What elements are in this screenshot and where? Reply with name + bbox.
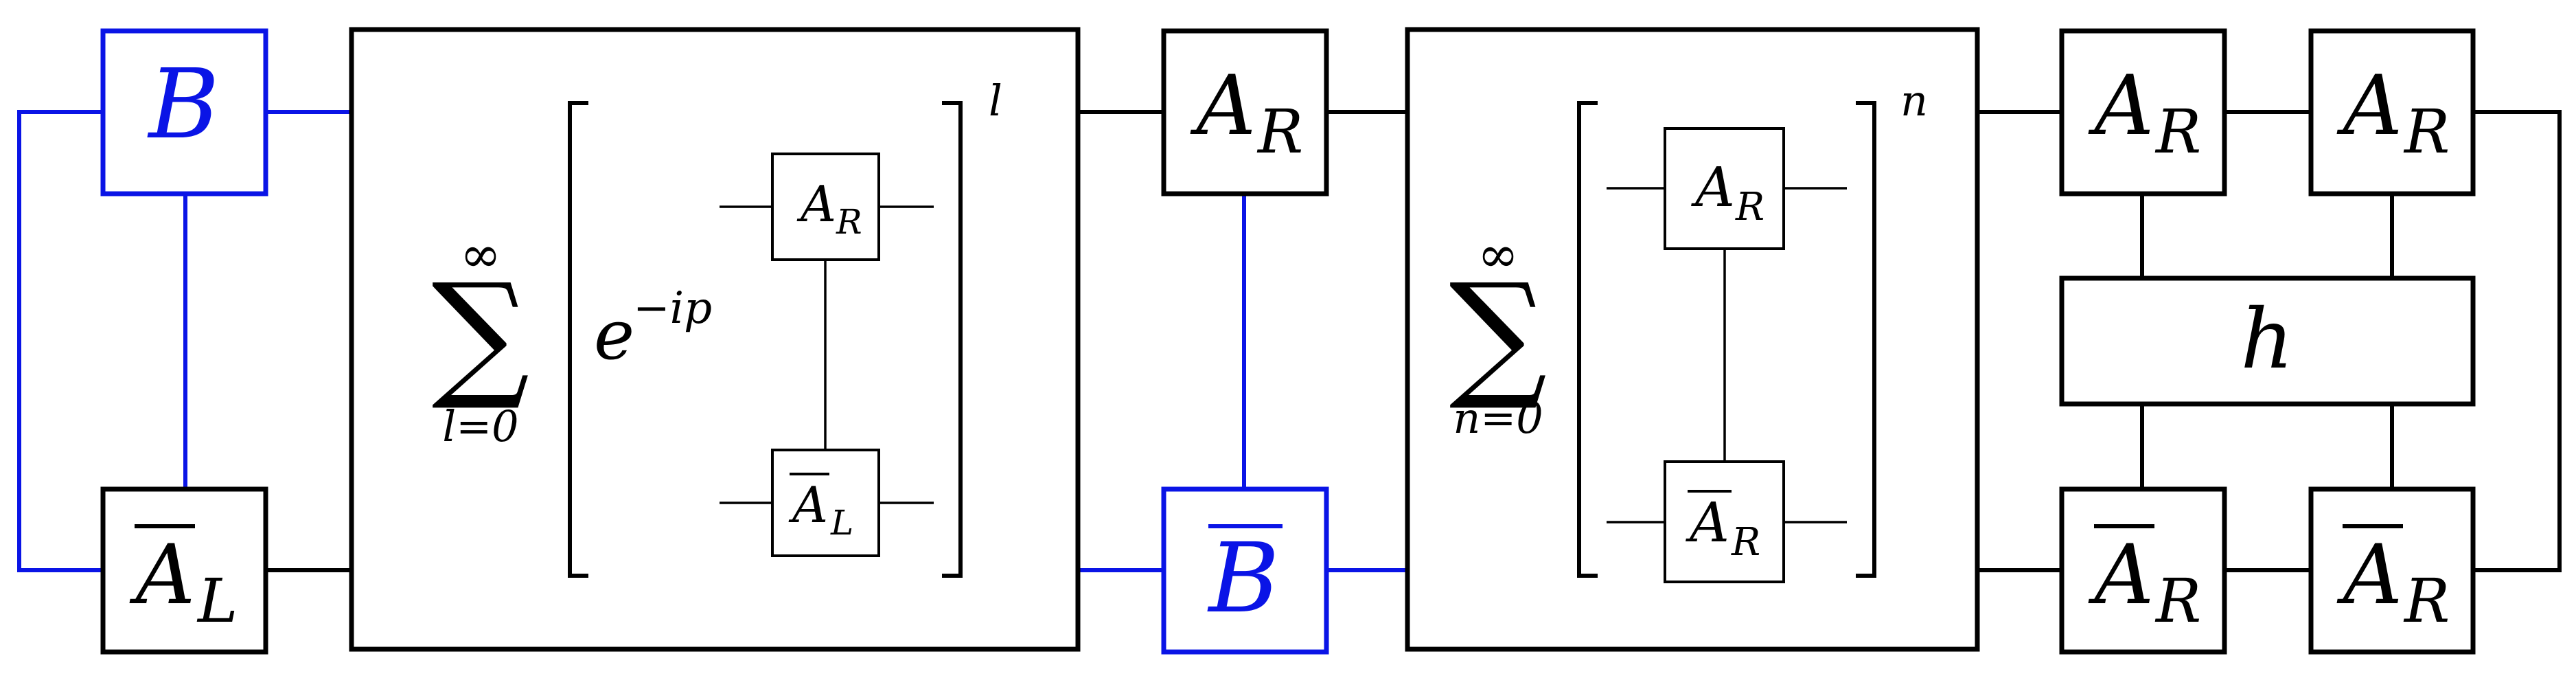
tensor-B-frame <box>100 28 268 196</box>
wires <box>17 110 2562 572</box>
tensor-AbarL: A L <box>100 486 268 655</box>
tensor-h-label: h <box>2240 292 2293 387</box>
tensor-AR-right-2-label: A <box>2336 58 2403 154</box>
tensor-AR-middle-frame <box>1161 28 1329 196</box>
sum-l-phase-exponent: −ip <box>633 283 712 334</box>
blue-left-loop-wire <box>17 110 103 572</box>
tensor-AbarR-right-1-label: A <box>2088 528 2154 623</box>
tensor-AbarR-right-1-sub: R <box>2154 565 2201 636</box>
tensor-AR-right-1-label: A <box>2088 58 2154 154</box>
right-closing-loop-wire <box>2473 110 2562 572</box>
sum-l-frame <box>349 27 1081 652</box>
tensor-B: B <box>100 28 268 196</box>
tensor-AbarL-sub: L <box>196 565 238 636</box>
tensor-AbarR-right-2-label: A <box>2336 528 2403 623</box>
tensor-AR-right-1-sub: R <box>2154 96 2201 167</box>
tensor-AR-right-2: A R <box>2308 28 2476 196</box>
tensor-AbarR-right-1: A R <box>2059 486 2227 655</box>
tensor-h: h <box>2059 275 2476 407</box>
sum-n-tensor-AbarR: A R <box>1664 460 1785 583</box>
sum-l-tensor-AR-sub: R <box>836 202 862 242</box>
sum-l-power: l <box>989 76 1002 126</box>
sum-l-tensor-AbarL-sub: L <box>830 503 853 543</box>
tensor-h-frame <box>2059 275 2476 407</box>
sum-l-phase-base: e <box>594 295 634 375</box>
sum-n-lower: n=0 <box>1453 393 1543 443</box>
sum-n-tensor-AR-sub: R <box>1735 185 1764 229</box>
sum-l-tensor-AbarL-frame <box>771 449 880 557</box>
tensor-AbarL-label: A <box>129 528 196 623</box>
sum-n-power: n <box>1900 76 1928 126</box>
sum-l-block: ∞ ∑ l=0 l e −ip A R A L <box>349 27 1081 652</box>
sum-l-tensor-AbarL: A L <box>771 449 880 557</box>
sum-n-tensor-AbarR-sub: R <box>1731 520 1760 565</box>
tensor-AbarR-right-2: A R <box>2308 486 2476 655</box>
tensor-AR-right-1-frame <box>2059 28 2227 196</box>
sum-n-tensor-AbarR-label: A <box>1685 491 1729 554</box>
sum-n-right-bracket <box>1856 101 1876 578</box>
sum-n-tensor-AR-label: A <box>1690 155 1735 219</box>
tensor-AR-right-1: A R <box>2059 28 2227 196</box>
sum-n-tensor-AR: A R <box>1664 127 1785 250</box>
sum-n-symbol: ∑ <box>1449 254 1548 414</box>
tensor-Bbar-frame <box>1161 486 1329 655</box>
sum-n-block: ∞ ∑ n=0 n A R A R <box>1405 27 1980 652</box>
tensor-AR-middle-sub: R <box>1256 96 1303 167</box>
tensor-AbarR-right-2-frame <box>2308 486 2476 655</box>
sum-l-tensor-AR: A R <box>771 153 880 261</box>
tensor-B-label: B <box>147 49 220 161</box>
tensor-AR-right-2-sub: R <box>2403 96 2450 167</box>
sum-n-left-bracket <box>1577 101 1598 578</box>
tensor-AR-middle-label: A <box>1190 58 1256 154</box>
sum-l-tensor-AR-label: A <box>796 175 836 233</box>
tensor-Bbar-label: B <box>1207 523 1280 635</box>
sum-l-lower: l=0 <box>442 401 518 451</box>
sum-l-tensor-AbarL-label: A <box>788 476 828 534</box>
tensor-AbarR-right-2-sub: R <box>2403 565 2450 636</box>
tensor-AR-right-2-frame <box>2308 28 2476 196</box>
tensor-AR-middle: A R <box>1161 28 1329 196</box>
sum-n-tensor-AR-frame <box>1664 127 1785 250</box>
tensor-AbarR-right-1-frame <box>2059 486 2227 655</box>
sum-l-symbol: ∑ <box>432 254 530 414</box>
tensor-AbarL-frame <box>100 486 268 655</box>
sum-l-upper: ∞ <box>460 225 501 283</box>
sum-n-tensor-AbarR-frame <box>1664 460 1785 583</box>
sum-l-left-bracket <box>568 101 588 578</box>
tensor-Bbar: B <box>1161 486 1329 655</box>
sum-n-upper: ∞ <box>1477 225 1519 283</box>
sum-l-right-bracket <box>942 101 963 578</box>
sum-l-tensor-AR-frame <box>771 153 880 261</box>
